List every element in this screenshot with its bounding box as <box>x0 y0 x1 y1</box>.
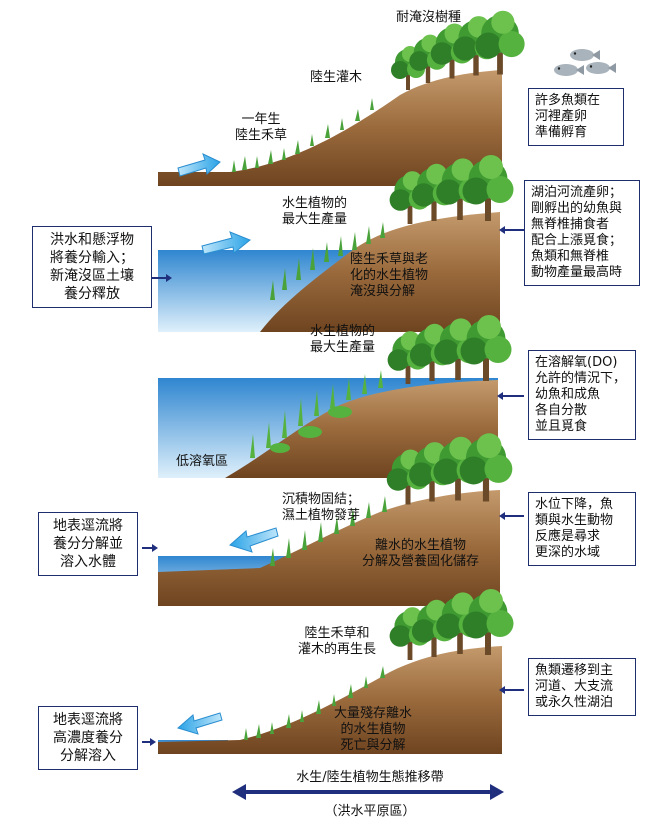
panel-5-graphics <box>142 589 524 754</box>
label-terrestrial-shrubs: 陸生灌木 <box>310 70 363 85</box>
panel-1-graphics <box>158 10 616 186</box>
ecotone-double-arrow <box>232 784 504 800</box>
label-aquatic-max-production-2: 水生植物的 最大生產量 <box>310 324 376 355</box>
panel-2-graphics <box>152 155 524 332</box>
label-exposed-aquatic-decomposition: 離水的水生植物 分解及營養固化儲存 <box>362 538 480 569</box>
soil-bank <box>158 646 502 754</box>
panel-4-graphics <box>142 433 524 606</box>
note-runoff-dissolve: 地表逕流將 養分分解並 溶入水體 <box>38 512 138 576</box>
soil-bank <box>158 212 500 332</box>
label-low-oxygen-zone: 低溶氧區 <box>176 454 229 469</box>
note-panel-1: 許多魚類在 河裡產卵 準備孵育 <box>528 88 624 146</box>
label-mass-decay: 大量殘存離水 的水生植物 死亡與分解 <box>334 706 413 753</box>
label-flood-tolerant-trees: 耐淹沒樹種 <box>396 10 462 25</box>
note-nutrient-input: 洪水和懸浮物 將養分輸入； 新淹沒區土壤 養分釋放 <box>32 226 152 308</box>
label-aquatic-max-production: 水生植物的 最大生產量 <box>282 196 348 227</box>
note-panel-5: 魚類遷移到主 河道、大支流 或永久性湖泊 <box>528 658 636 716</box>
flow-arrow <box>201 231 251 255</box>
fish-icon <box>554 49 616 76</box>
flow-arrow <box>229 527 279 553</box>
label-annual-grasses: 一年生 陸生禾草 <box>235 112 288 143</box>
soil-bank <box>158 490 500 606</box>
note-panel-3: 在溶解氧(DO) 允許的情況下， 幼魚和成魚 各自分散 並且覓食 <box>528 350 636 440</box>
note-panel-4: 水位下降，魚 類與水生動物 反應是尋求 更深的水域 <box>528 492 636 566</box>
note-panel-2: 湖泊河流產卵； 剛孵出的幼魚與 無脊椎捕食者 配合上漲覓食； 魚類和無脊椎 動物… <box>524 180 640 286</box>
label-floodplain: （洪水平原區） <box>324 804 416 819</box>
flow-arrow <box>177 153 221 177</box>
label-submerged-decomposition: 陸生禾草與老 化的水生植物 淹沒與分解 <box>350 252 429 299</box>
label-ecotone: 水生/陸生植物生態推移帶 <box>296 770 444 785</box>
label-sediment-consolidation: 沉積物固結； 濕土植物發芽 <box>282 492 361 523</box>
label-regrowth: 陸生禾草和 灌木的再生長 <box>298 626 377 657</box>
note-runoff-concentrated: 地表逕流將 高濃度養分 分解溶入 <box>38 706 138 770</box>
flow-arrow <box>176 712 223 735</box>
soil-bank <box>158 70 502 186</box>
